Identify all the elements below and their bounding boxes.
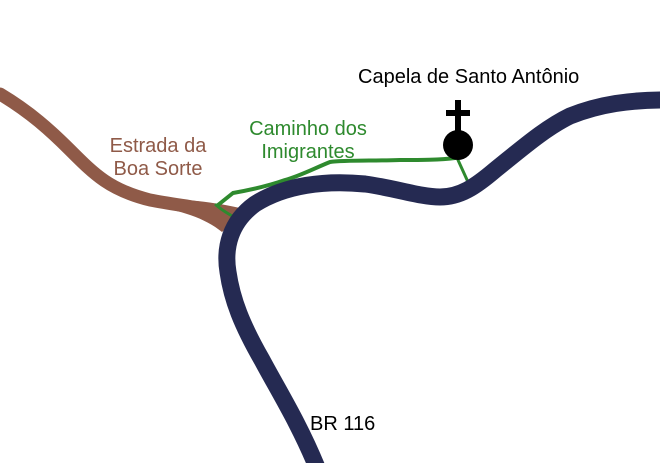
caminho-label-line1: Caminho dos (249, 118, 367, 140)
chapel-label: Capela de Santo Antônio (358, 66, 580, 88)
estrada-label-line1: Estrada da (109, 135, 207, 157)
caminho-dos-imigrantes-path (216, 156, 457, 207)
chapel-cross-icon (443, 100, 473, 160)
highway-label: BR 116 (310, 413, 376, 435)
estrada-label: Estrada da Boa Sorte (102, 135, 214, 181)
br-116-highway (218, 91, 660, 463)
estrada-label-line2: Boa Sorte (113, 158, 203, 180)
caminho-label-line2: Imigrantes (261, 141, 355, 163)
caminho-label: Caminho dos Imigrantes (244, 118, 372, 164)
caminho-spur-to-highway (456, 158, 470, 184)
